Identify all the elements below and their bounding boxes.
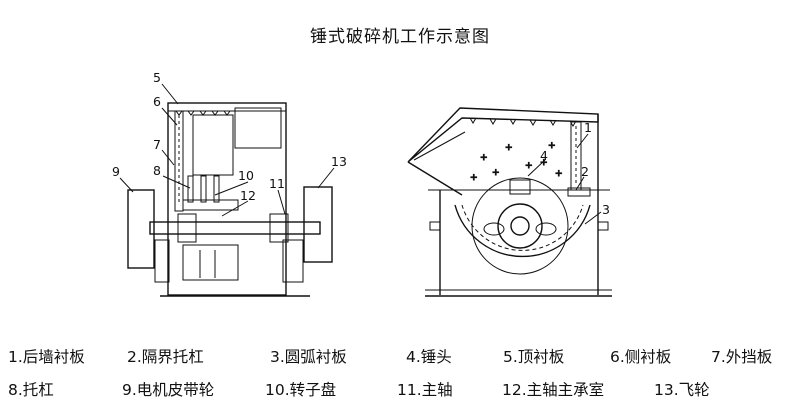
front-view: 5 6 7 8 9 10 11 12 13 <box>112 70 347 297</box>
callout-10: 10 <box>238 168 254 183</box>
callout-6: 6 <box>153 94 161 109</box>
legend-item-1: 1.后墙衬板 <box>8 348 85 366</box>
crusher-schematic: 5 6 7 8 9 10 11 12 13 <box>112 70 612 297</box>
svg-text:+: + <box>492 168 500 178</box>
legend-row-1: 1.后墙衬板 2.隔界托杠 3.圆弧衬板 4.锤头 5.顶衬板 6.侧衬板 7.… <box>8 345 798 371</box>
side-view: + + + + + + + + 1 2 3 4 <box>407 107 612 297</box>
svg-text:+: + <box>470 173 478 183</box>
callout-1: 1 <box>584 120 592 135</box>
legend-item-5: 5.顶衬板 <box>503 348 565 366</box>
legend-item-9: 9.电机皮带轮 <box>122 381 215 399</box>
svg-text:+: + <box>555 169 563 179</box>
legend-item-8: 8.托杠 <box>8 381 54 399</box>
legend-item-2: 2.隔界托杠 <box>127 348 204 366</box>
legend-item-3: 3.圆弧衬板 <box>270 348 347 366</box>
legend-item-11: 11.主轴 <box>397 381 453 399</box>
svg-text:+: + <box>505 143 513 153</box>
callout-11: 11 <box>269 176 285 191</box>
callout-7: 7 <box>153 137 161 152</box>
diagram-title: 锤式破碎机工作示意图 <box>310 27 490 47</box>
legend-item-7: 7.外挡板 <box>711 348 773 366</box>
legend-item-10: 10.转子盘 <box>265 381 337 399</box>
svg-text:+: + <box>525 161 533 171</box>
legend-item-12: 12.主轴主承室 <box>502 381 605 399</box>
callout-8: 8 <box>153 163 161 178</box>
legend-item-13: 13.飞轮 <box>654 381 710 399</box>
callout-12: 12 <box>240 188 256 203</box>
svg-text:+: + <box>540 158 548 168</box>
svg-text:+: + <box>480 153 488 163</box>
callout-3: 3 <box>602 202 610 217</box>
callout-5: 5 <box>153 70 161 85</box>
callout-2: 2 <box>581 164 589 179</box>
legend-item-6: 6.侧衬板 <box>610 348 672 366</box>
legend-row-2: 8.托杠 9.电机皮带轮 10.转子盘 11.主轴 12.主轴主承室 13.飞轮 <box>8 378 798 404</box>
callout-4: 4 <box>540 148 548 163</box>
legend-item-4: 4.锤头 <box>406 348 452 366</box>
svg-text:+: + <box>548 141 556 151</box>
callout-13: 13 <box>331 154 347 169</box>
callout-9: 9 <box>112 164 120 179</box>
